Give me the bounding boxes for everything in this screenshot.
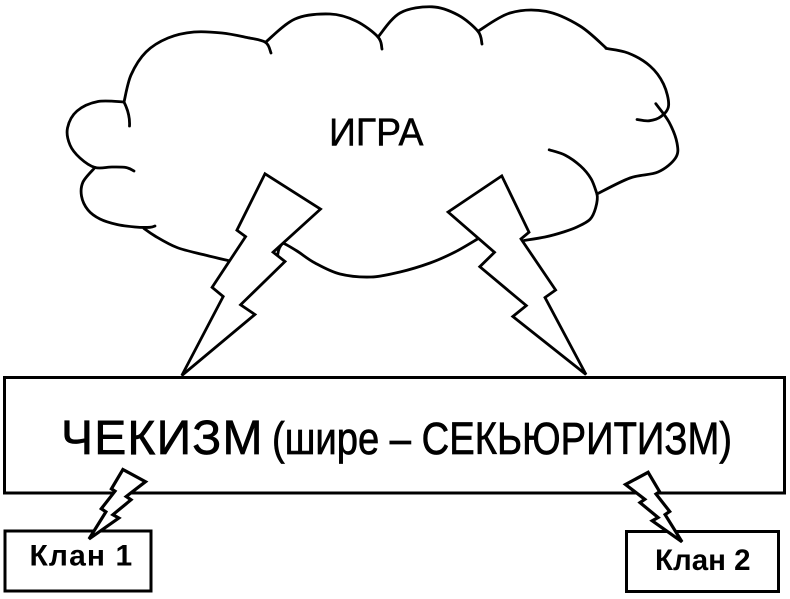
svg-text:ЧЕКИЗМ: ЧЕКИЗМ (61, 412, 264, 465)
svg-text:Клан 2: Клан 2 (655, 544, 751, 577)
svg-text:ИГРА: ИГРА (329, 112, 424, 155)
svg-text:Клан 1: Клан 1 (30, 540, 134, 573)
svg-text:(шире – СЕКЬЮРИТИЗМ): (шире – СЕКЬЮРИТИЗМ) (272, 413, 732, 464)
